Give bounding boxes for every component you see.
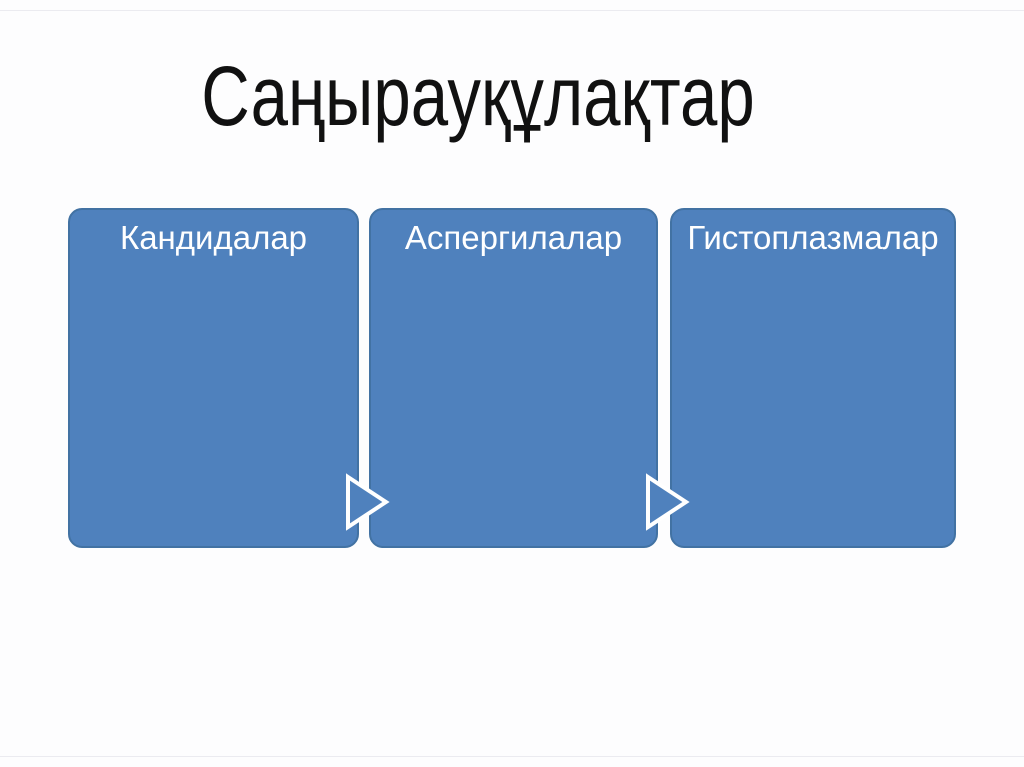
flow-box-3: Гистоплазмалар — [670, 208, 956, 548]
flow-box-3-label: Гистоплазмалар — [687, 219, 939, 256]
flow-arrow-right-icon — [346, 473, 390, 531]
flow-box-2: Аспергилалар — [369, 208, 658, 548]
flow-box-1-label: Кандидалар — [119, 219, 308, 256]
slide-bottom-border — [0, 756, 1024, 757]
flow-arrow-right-icon — [646, 473, 690, 531]
slide-top-border — [0, 10, 1024, 11]
slide-title: Саңырауқұлақтар — [201, 49, 755, 143]
flow-box-1: Кандидалар — [68, 208, 359, 548]
flow-box-2-label: Аспергилалар — [404, 219, 623, 256]
